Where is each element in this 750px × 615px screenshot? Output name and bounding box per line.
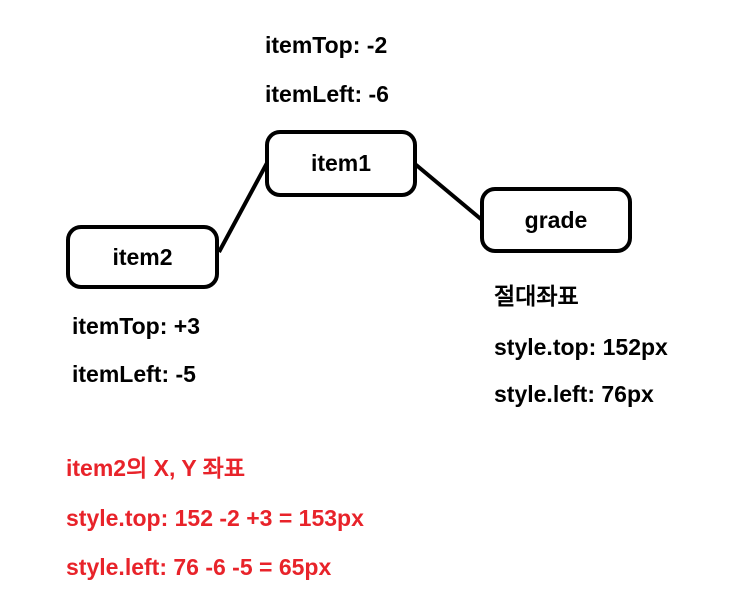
node-item1-label: item1 <box>310 150 372 176</box>
connector-item1-grade <box>413 162 484 222</box>
calc-style-left: style.left: 76 -6 -5 = 65px <box>66 554 332 580</box>
grade-style-left: style.left: 76px <box>494 381 654 407</box>
item2-itemtop: itemTop: +3 <box>72 313 201 339</box>
grade-style-top: style.top: 152px <box>494 334 668 360</box>
item2-itemleft: itemLeft: -5 <box>72 361 196 387</box>
node-grade: grade <box>480 187 632 253</box>
item1-itemtop: itemTop: -2 <box>265 32 388 58</box>
grade-absolute-heading: 절대좌표 <box>494 283 579 309</box>
node-item1: item1 <box>265 130 417 197</box>
calc-title: item2의 X, Y 좌표 <box>66 455 245 481</box>
connector-item2-item1 <box>217 162 269 253</box>
node-grade-label: grade <box>524 206 588 233</box>
calc-style-top: style.top: 152 -2 +3 = 153px <box>66 505 364 531</box>
node-item2-label: item2 <box>112 243 173 270</box>
item1-itemleft: itemLeft: -6 <box>265 81 389 107</box>
node-item2: item2 <box>66 225 219 289</box>
